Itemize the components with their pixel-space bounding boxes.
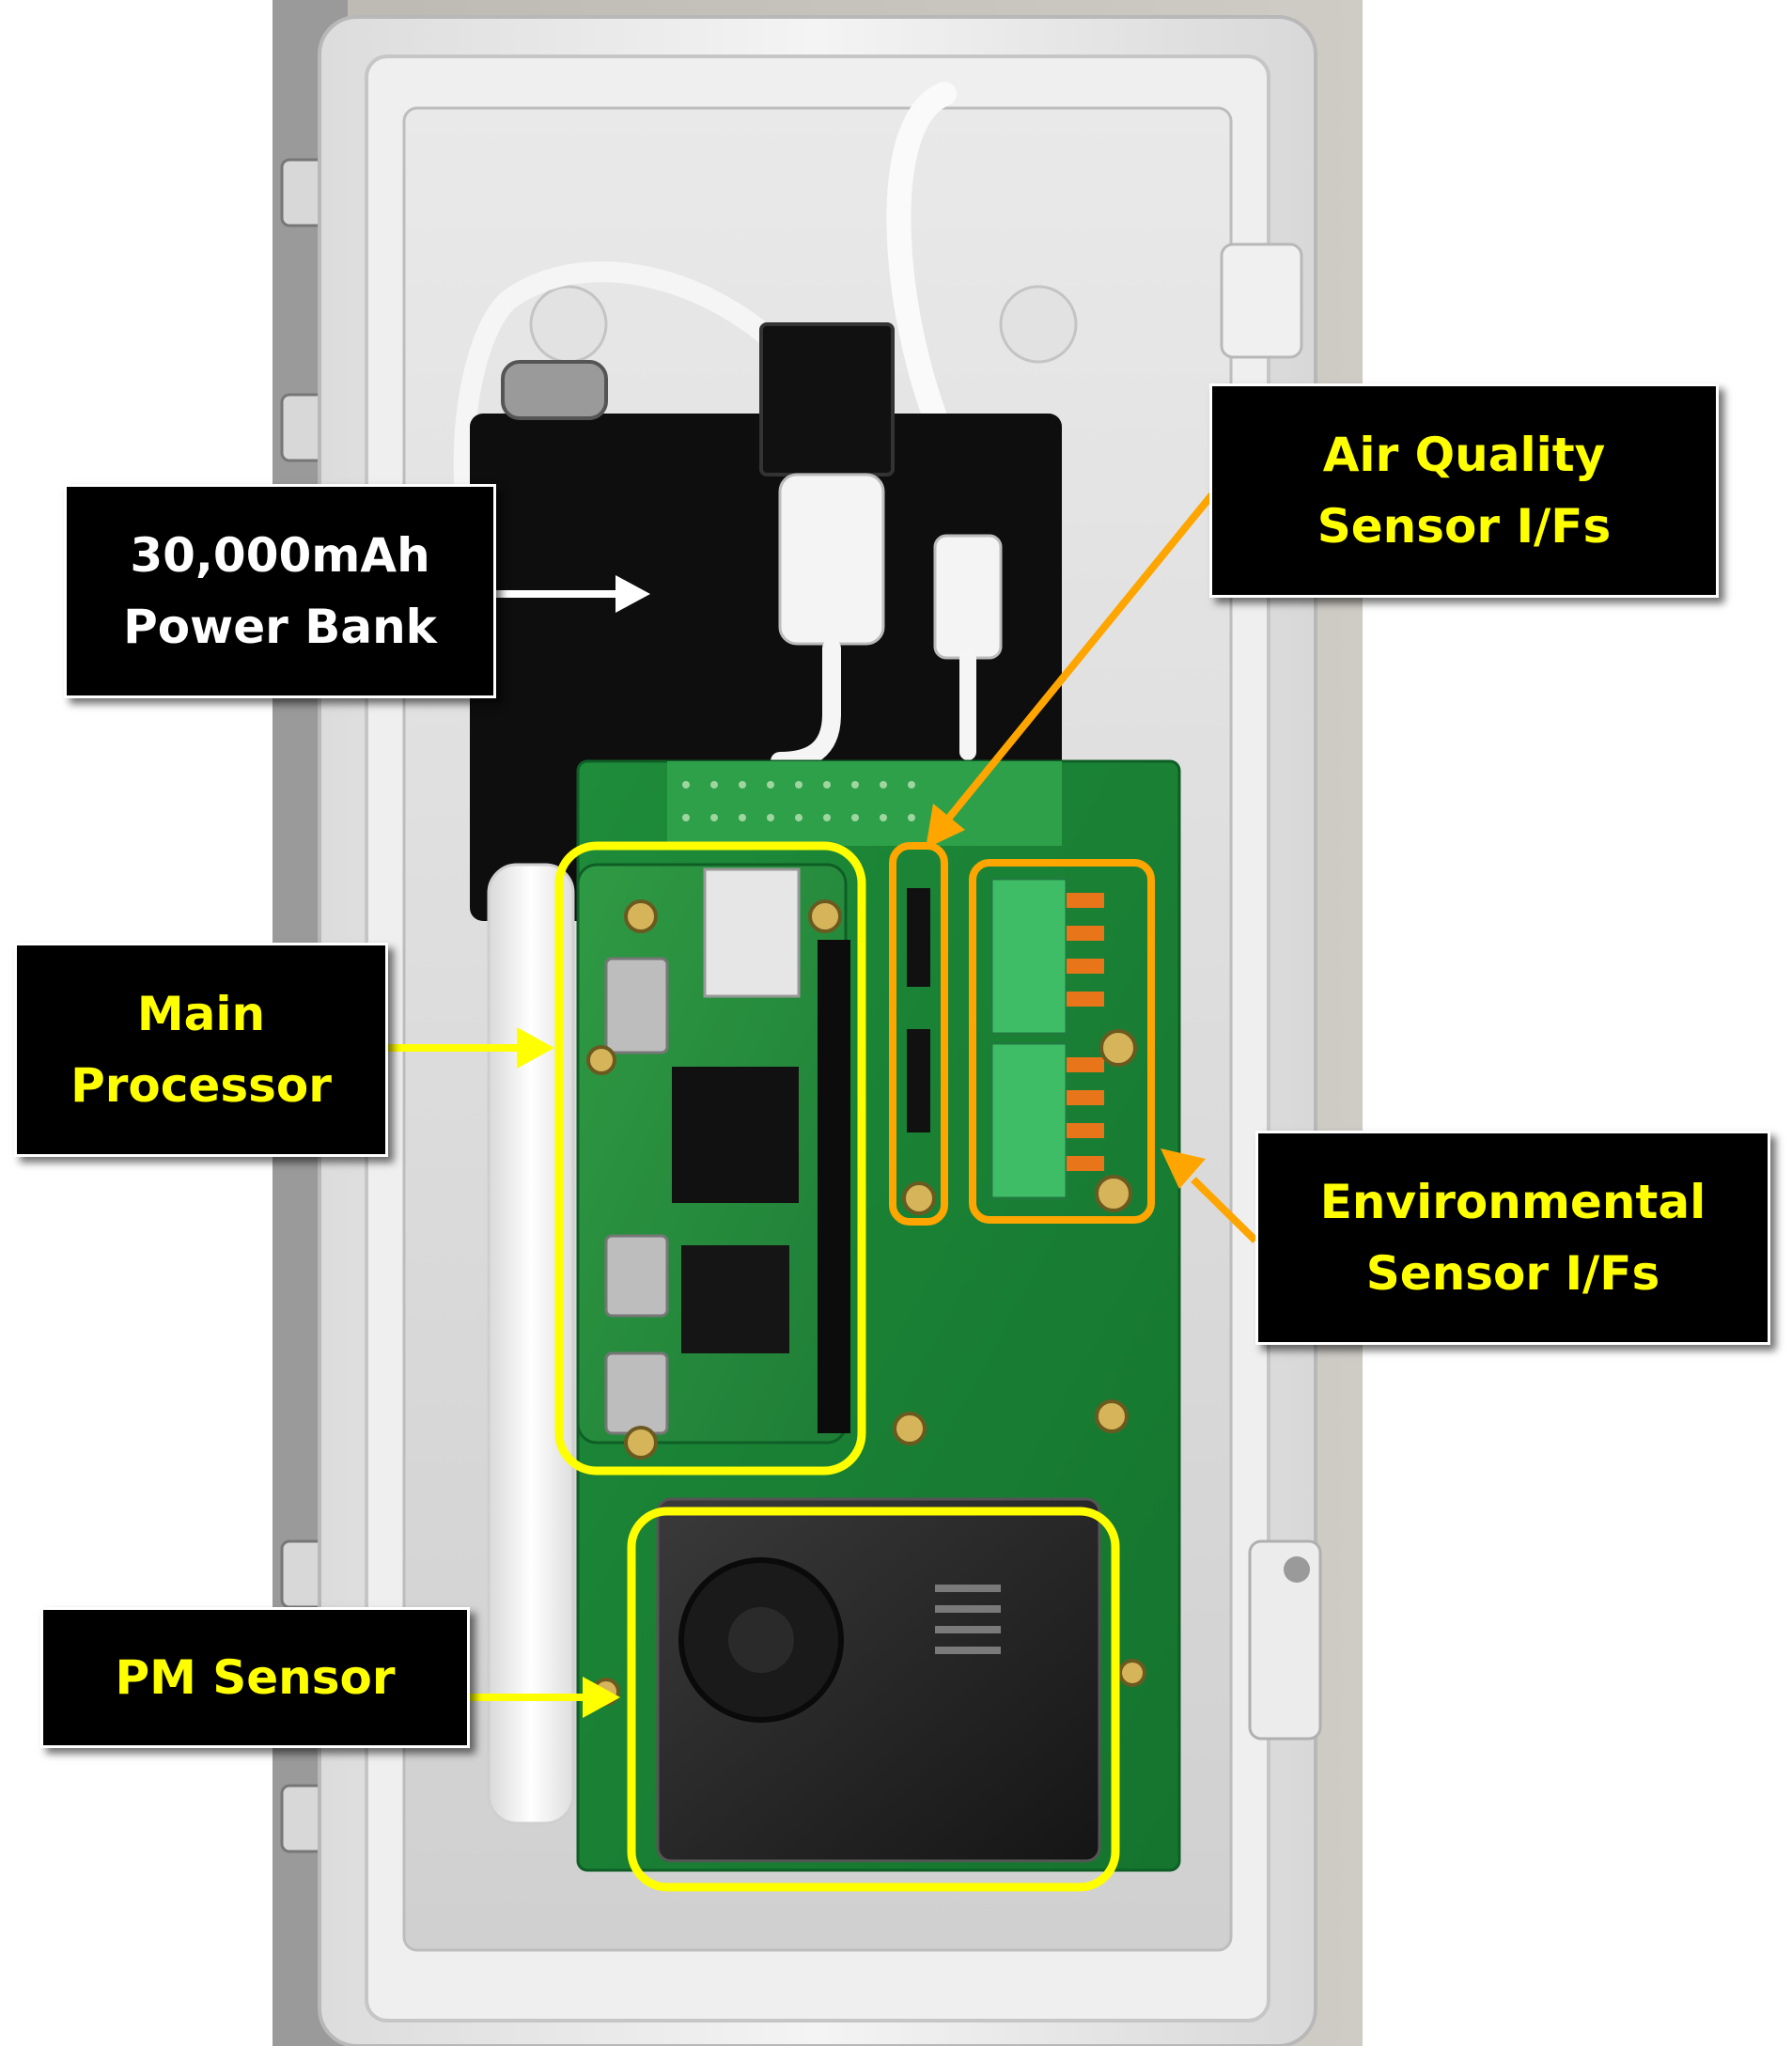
air-quality-highlight <box>889 842 948 1226</box>
usb-plug-small <box>933 534 1003 660</box>
pm-sensor-label: PM Sensor <box>40 1607 470 1748</box>
main-processor-label-line1: Main <box>136 987 266 1041</box>
air-header-1 <box>907 888 930 987</box>
environmental-highlight <box>969 859 1155 1224</box>
processor-chip <box>672 1067 799 1203</box>
power-bank-label-line1: 30,000mAh <box>130 528 430 583</box>
air-quality-label-line1: Air Quality <box>1322 428 1606 482</box>
environmental-label-line2: Sensor I/Fs <box>1365 1246 1660 1301</box>
mount-hole <box>586 1045 616 1075</box>
terminal-block-2 <box>989 1041 1068 1200</box>
usb-hub-block <box>759 322 895 476</box>
environmental-arrow <box>1161 1148 1258 1243</box>
main-processor-highlight <box>554 841 866 1476</box>
sd-card-slot <box>703 867 801 998</box>
mounting-post-left <box>529 285 608 364</box>
mount-hole <box>1095 1399 1129 1433</box>
environmental-label: Environmental Sensor I/Fs <box>1255 1131 1770 1345</box>
mount-hole <box>1118 1659 1146 1687</box>
terminal-block-1 <box>989 877 1068 1036</box>
mounting-post-right <box>999 285 1078 364</box>
usb-port-2 <box>604 1234 669 1318</box>
pm-sensor-label-line1: PM Sensor <box>115 1650 396 1705</box>
usb-plug-large <box>778 473 885 646</box>
power-bank-arrow <box>496 575 650 613</box>
usb-port-3 <box>604 1351 669 1435</box>
mount-hole <box>1095 1175 1132 1212</box>
air-quality-arrow <box>926 486 1221 849</box>
mount-hole <box>893 1412 927 1445</box>
gpio-header <box>818 940 850 1433</box>
mount-hole <box>1099 1029 1137 1067</box>
main-processor-arrow <box>388 1027 554 1069</box>
main-processor-label-line2: Processor <box>70 1058 332 1113</box>
pcb-proto-area <box>667 761 1062 846</box>
mount-hole <box>808 899 842 933</box>
usb-port-1 <box>604 957 669 1054</box>
power-bank-label-line2: Power Bank <box>123 600 437 654</box>
latch-bottom <box>1248 1539 1322 1741</box>
air-header-2 <box>907 1029 930 1132</box>
terminal-levers <box>1067 893 1104 1171</box>
memory-chip <box>681 1245 789 1353</box>
micro-usb-port <box>501 360 608 420</box>
air-quality-label: Air Quality Sensor I/Fs <box>1209 383 1719 598</box>
pm-sensor-fan-hub <box>728 1607 794 1673</box>
latch-top <box>1220 242 1303 359</box>
mount-hole <box>624 1426 658 1460</box>
environmental-label-line1: Environmental <box>1319 1175 1706 1229</box>
latch-screw <box>1284 1556 1310 1583</box>
main-processor-label: Main Processor <box>14 943 388 1157</box>
mount-hole <box>902 1181 936 1215</box>
white-battery <box>487 863 575 1825</box>
air-quality-label-line2: Sensor I/Fs <box>1317 499 1612 554</box>
mount-hole <box>624 899 658 933</box>
power-bank-label: 30,000mAh Power Bank <box>64 484 496 698</box>
proto-holes <box>682 781 915 821</box>
usb-cable-top <box>886 82 980 576</box>
pm-sensor-highlight <box>627 1507 1120 1892</box>
pm-sensor-arrow <box>470 1677 620 1718</box>
pm-sensor-vent <box>935 1585 1001 1654</box>
